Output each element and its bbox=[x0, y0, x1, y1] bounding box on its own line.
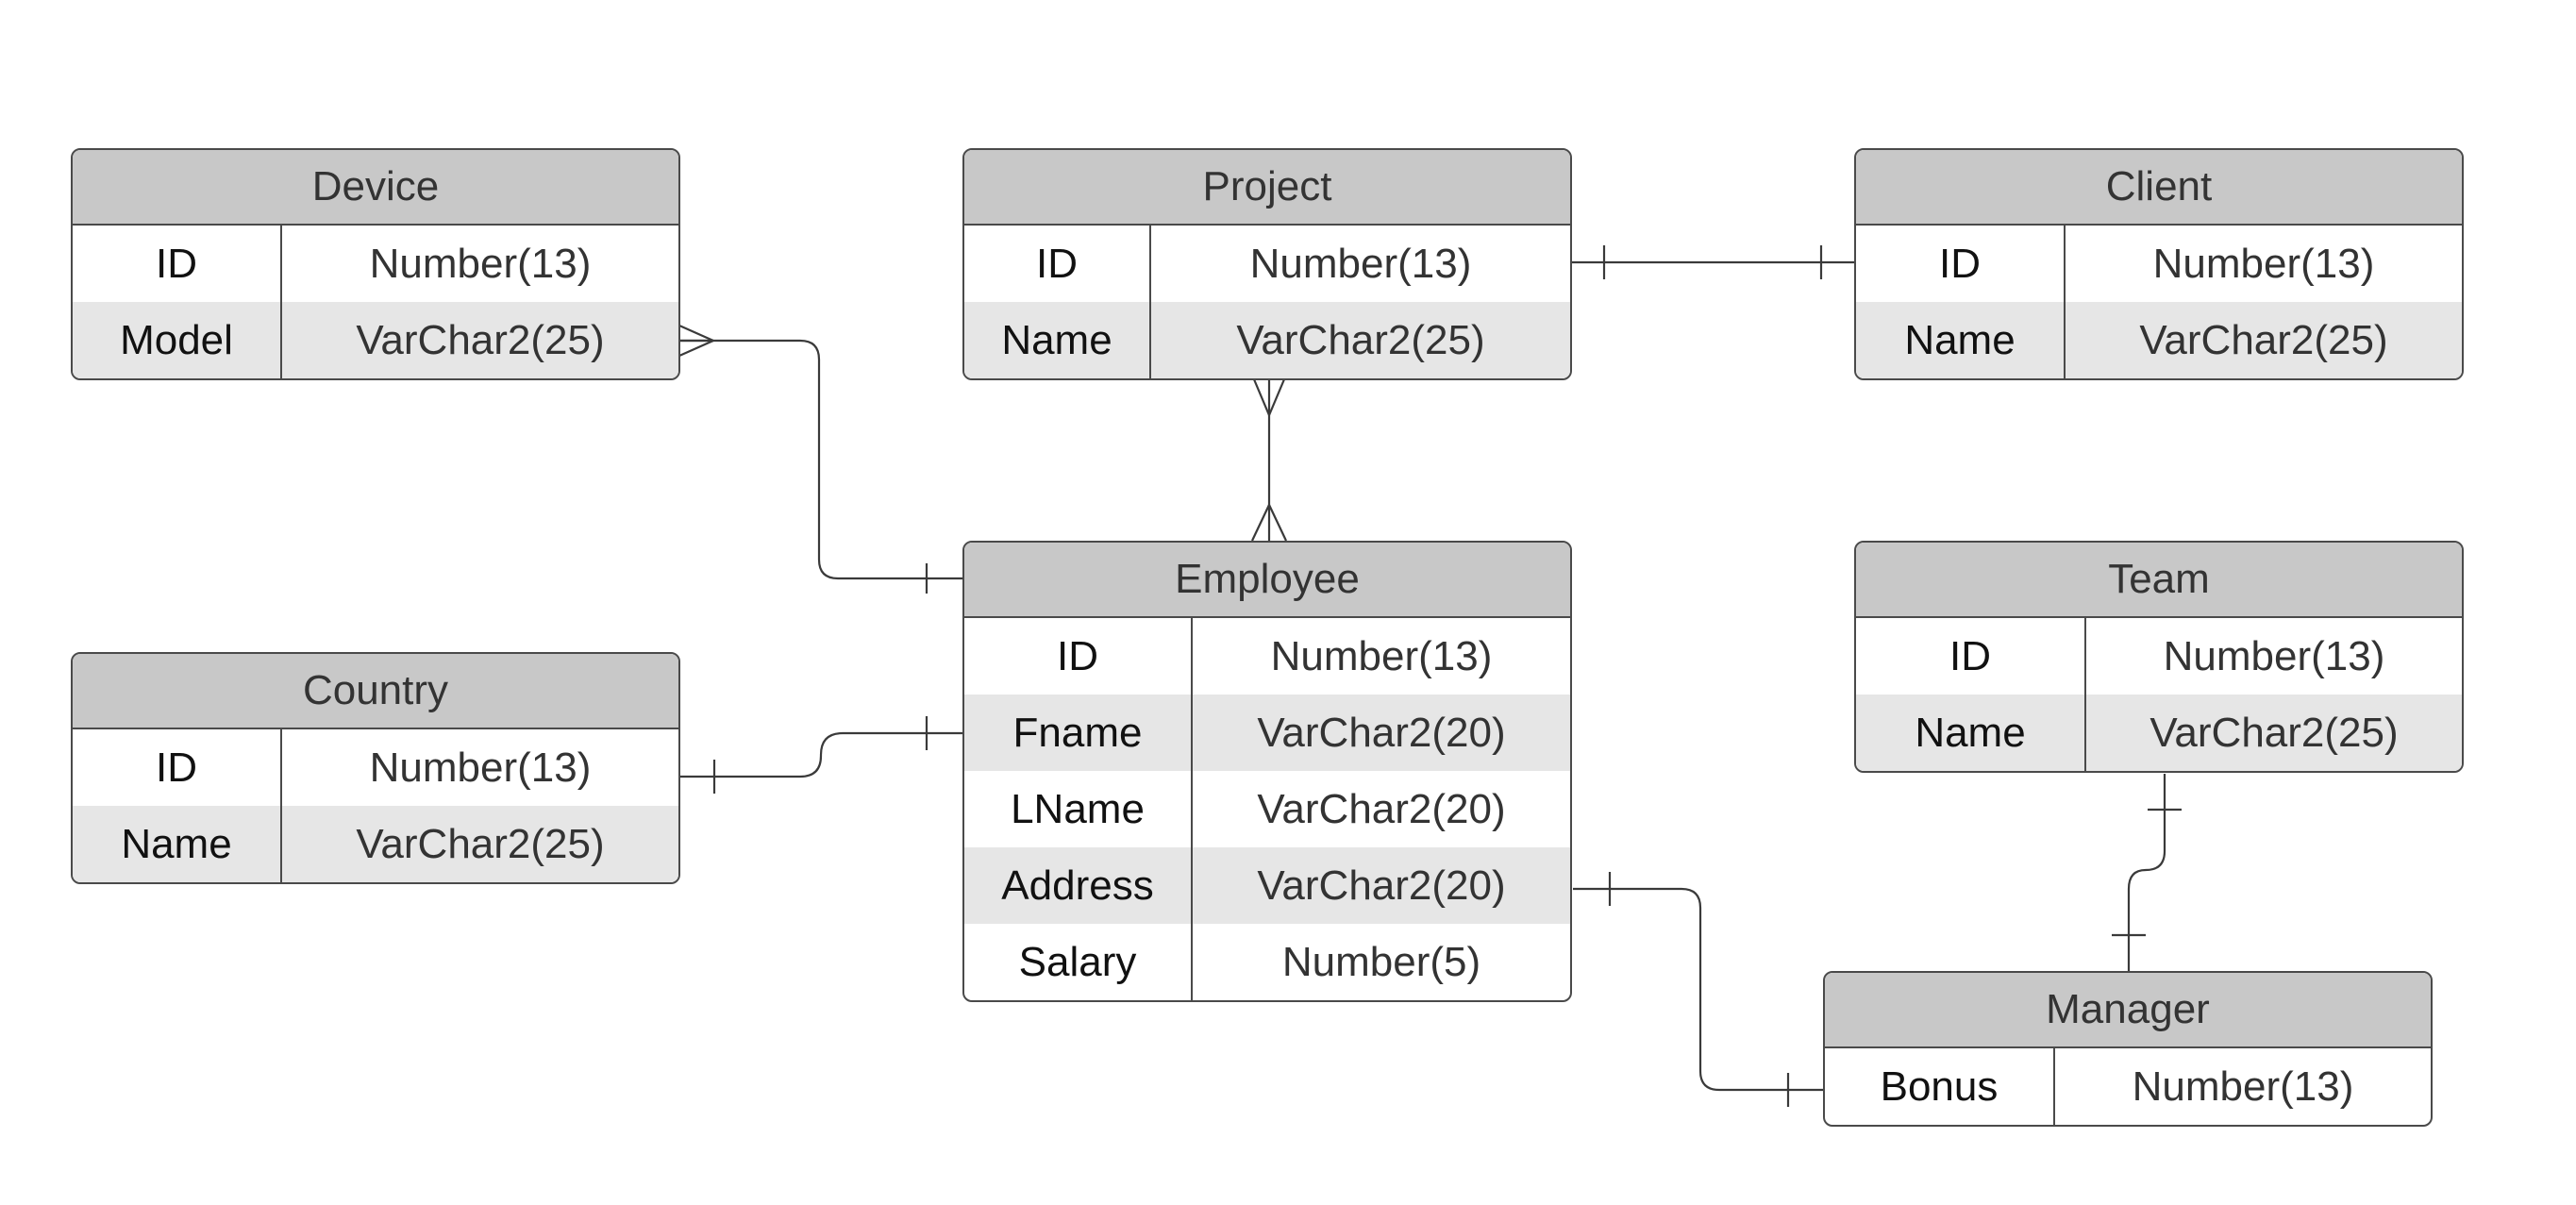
entity-country[interactable]: Country ID Number(13) Name VarChar2(25) bbox=[71, 652, 680, 884]
field-type: Number(13) bbox=[369, 240, 592, 287]
field-type: VarChar2(20) bbox=[1257, 862, 1506, 909]
field-type: Number(13) bbox=[2163, 632, 2385, 679]
table-row: ID Number(13) bbox=[964, 226, 1570, 302]
table-row: ID Number(13) bbox=[73, 226, 678, 302]
field-type: Number(13) bbox=[2152, 240, 2375, 287]
field-type: VarChar2(25) bbox=[2149, 709, 2399, 756]
field-type: Number(5) bbox=[1281, 938, 1481, 985]
crowfoot-device bbox=[678, 339, 714, 358]
field-type: VarChar2(25) bbox=[1236, 316, 1485, 363]
entity-manager-title: Manager bbox=[1825, 973, 2431, 1048]
field-name: Address bbox=[964, 847, 1193, 924]
entity-client-title: Client bbox=[1856, 150, 2462, 226]
field-name: Salary bbox=[964, 924, 1193, 1000]
field-type: VarChar2(25) bbox=[356, 316, 605, 363]
field-name: ID bbox=[1856, 618, 2086, 695]
entity-client[interactable]: Client ID Number(13) Name VarChar2(25) bbox=[1854, 148, 2464, 380]
link-country-employee bbox=[679, 731, 962, 778]
entity-team[interactable]: Team ID Number(13) Name VarChar2(25) bbox=[1854, 541, 2464, 773]
table-row: Fname VarChar2(20) bbox=[964, 695, 1570, 771]
field-type: Number(13) bbox=[2132, 1063, 2354, 1110]
crowfoot-employee-top bbox=[1251, 504, 1270, 542]
entity-employee-title: Employee bbox=[964, 543, 1570, 618]
field-name: ID bbox=[73, 729, 282, 806]
field-name: ID bbox=[964, 226, 1151, 302]
entity-country-title: Country bbox=[73, 654, 678, 729]
field-type: VarChar2(25) bbox=[356, 820, 605, 867]
crowfoot-device bbox=[678, 324, 714, 343]
crowfoot-employee-top bbox=[1268, 504, 1287, 542]
entity-employee[interactable]: Employee ID Number(13) Fname VarChar2(20… bbox=[962, 541, 1572, 1002]
field-type: Number(13) bbox=[1270, 632, 1493, 679]
field-name: Fname bbox=[964, 695, 1193, 771]
link-employee-manager bbox=[1573, 887, 1824, 1092]
table-row: Bonus Number(13) bbox=[1825, 1048, 2431, 1125]
field-name: Name bbox=[73, 806, 282, 882]
link-team-manager bbox=[2127, 774, 2166, 972]
field-name: ID bbox=[964, 618, 1193, 695]
table-row: Name VarChar2(25) bbox=[1856, 695, 2462, 771]
field-type: VarChar2(20) bbox=[1257, 709, 1506, 756]
table-row: ID Number(13) bbox=[73, 729, 678, 806]
entity-device[interactable]: Device ID Number(13) Model VarChar2(25) bbox=[71, 148, 680, 380]
field-name: LName bbox=[964, 771, 1193, 847]
field-name: ID bbox=[73, 226, 282, 302]
table-row: Salary Number(5) bbox=[964, 924, 1570, 1000]
field-type: Number(13) bbox=[1249, 240, 1472, 287]
link-device-employee bbox=[679, 339, 962, 580]
entity-project-title: Project bbox=[964, 150, 1570, 226]
table-row: ID Number(13) bbox=[1856, 618, 2462, 695]
field-type: VarChar2(20) bbox=[1257, 785, 1506, 832]
entity-project[interactable]: Project ID Number(13) Name VarChar2(25) bbox=[962, 148, 1572, 380]
table-row: ID Number(13) bbox=[964, 618, 1570, 695]
field-name: Name bbox=[1856, 695, 2086, 771]
table-row: Name VarChar2(25) bbox=[1856, 302, 2462, 378]
entity-team-title: Team bbox=[1856, 543, 2462, 618]
table-row: Name VarChar2(25) bbox=[964, 302, 1570, 378]
field-name: ID bbox=[1856, 226, 2066, 302]
table-row: ID Number(13) bbox=[1856, 226, 2462, 302]
field-name: Name bbox=[1856, 302, 2066, 378]
crowfoot-project bbox=[1252, 378, 1271, 416]
field-name: Model bbox=[73, 302, 282, 378]
field-name: Name bbox=[964, 302, 1151, 378]
field-type: VarChar2(25) bbox=[2139, 316, 2388, 363]
table-row: Name VarChar2(25) bbox=[73, 806, 678, 882]
entity-device-title: Device bbox=[73, 150, 678, 226]
entity-manager[interactable]: Manager Bonus Number(13) bbox=[1823, 971, 2433, 1127]
table-row: LName VarChar2(20) bbox=[964, 771, 1570, 847]
table-row: Address VarChar2(20) bbox=[964, 847, 1570, 924]
field-type: Number(13) bbox=[369, 744, 592, 791]
table-row: Model VarChar2(25) bbox=[73, 302, 678, 378]
crowfoot-project bbox=[1267, 378, 1286, 416]
field-name: Bonus bbox=[1825, 1048, 2055, 1125]
